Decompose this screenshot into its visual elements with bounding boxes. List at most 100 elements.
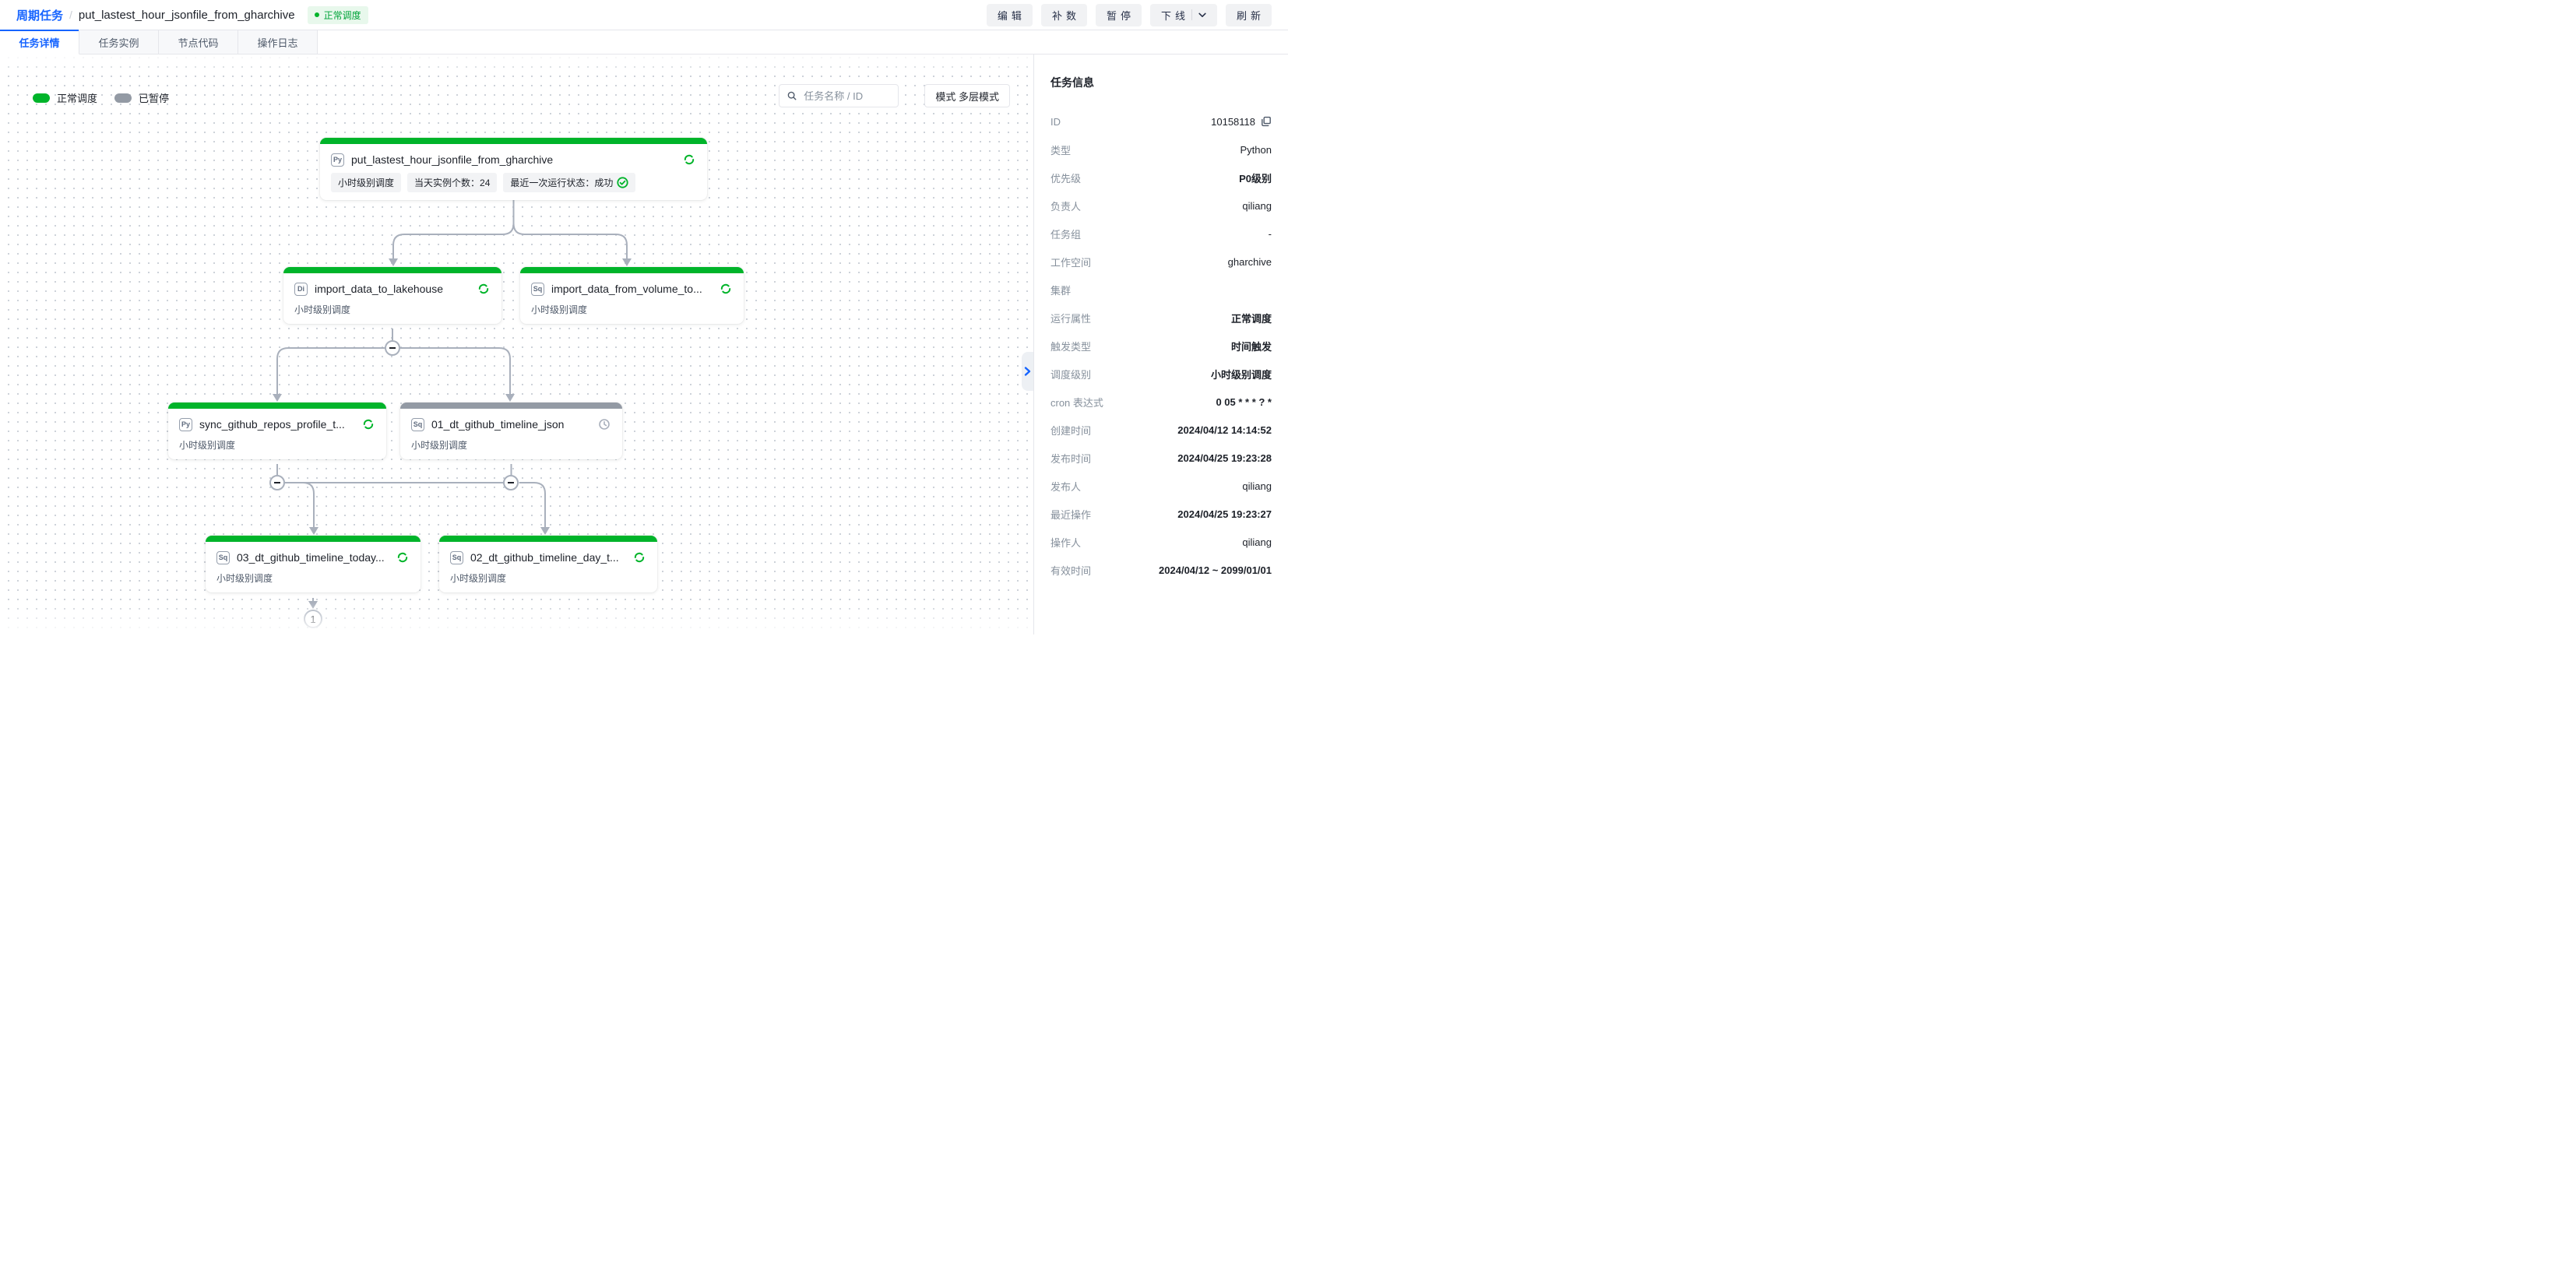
- refresh-button-label: 刷新: [1236, 9, 1265, 22]
- offline-button[interactable]: 下线: [1149, 3, 1217, 26]
- info-label: 触发类型: [1050, 340, 1092, 353]
- breadcrumb-periodic-tasks[interactable]: 周期任务: [16, 9, 64, 23]
- info-value-text: 小时级别调度: [1210, 368, 1272, 381]
- info-value-text: 0 05 * * * ? *: [1216, 395, 1272, 408]
- info-value: 0 05 * * * ? *: [1103, 396, 1272, 408]
- info-row-1: 类型 Python: [1050, 135, 1272, 163]
- node-title: 03_dt_github_timeline_today...: [237, 551, 385, 564]
- collapsed-count-badge[interactable]: 1: [304, 610, 322, 628]
- info-label: 类型: [1050, 144, 1072, 156]
- pause-button[interactable]: 暂停: [1095, 3, 1142, 26]
- node-title: sync_github_repos_profile_t...: [199, 418, 345, 431]
- node-title: put_lastest_hour_jsonfile_from_gharchive: [351, 153, 554, 166]
- copy-icon[interactable]: [1261, 116, 1272, 127]
- edit-button[interactable]: 编辑: [986, 3, 1033, 26]
- info-label: 有效时间: [1050, 564, 1092, 577]
- success-check-icon: [617, 177, 628, 188]
- canvas-top-fade: [0, 54, 1033, 73]
- info-value-text: 2024/04/25 19:23:27: [1177, 508, 1272, 520]
- node-title: import_data_from_volume_to...: [551, 283, 702, 295]
- tab-1[interactable]: 任务实例: [79, 30, 159, 54]
- dag-node-root[interactable]: Py put_lastest_hour_jsonfile_from_gharch…: [320, 138, 707, 200]
- python-type-icon: Py: [179, 417, 192, 431]
- collapse-toggle[interactable]: [269, 475, 285, 490]
- info-row-4: 任务组 -: [1050, 220, 1272, 248]
- tab-3[interactable]: 操作日志: [238, 30, 318, 54]
- info-row-6: 集群: [1050, 276, 1272, 304]
- info-value: Python: [1071, 144, 1272, 156]
- offline-button-label: 下线: [1160, 9, 1189, 22]
- info-value: 正常调度: [1091, 311, 1272, 325]
- running-sync-icon: [478, 283, 489, 294]
- legend-label: 已暂停: [139, 93, 170, 104]
- legend-label: 正常调度: [57, 93, 98, 104]
- content: 正常调度 已暂停 模式 多层模式: [0, 54, 1288, 634]
- info-row-7: 运行属性正常调度: [1050, 304, 1272, 332]
- running-sync-icon: [634, 552, 645, 563]
- node-status-bar: [168, 402, 386, 409]
- info-row-8: 触发类型 时间触发: [1050, 332, 1272, 360]
- info-label: cron 表达式: [1050, 396, 1103, 409]
- info-value-text: -: [1268, 227, 1272, 240]
- info-value: 10158118: [1061, 116, 1272, 128]
- tab-0[interactable]: 任务详情: [0, 30, 79, 54]
- info-value: 2024/04/25 19:23:27: [1091, 508, 1272, 520]
- dag-node-02-dt-github-timeline-day[interactable]: Sq 02_dt_github_timeline_day_t... 小时级别调度: [439, 536, 657, 592]
- di-type-icon: Di: [294, 282, 308, 296]
- python-type-icon: Py: [331, 153, 344, 167]
- dag-node-sync-github-repos[interactable]: Py sync_github_repos_profile_t... 小时级别调度: [168, 402, 386, 459]
- mode-selector[interactable]: 模式 多层模式: [924, 84, 1010, 107]
- tab-2[interactable]: 节点代码: [159, 30, 238, 54]
- info-label: 工作空间: [1050, 256, 1092, 269]
- canvas-tools: 模式 多层模式: [779, 84, 1010, 107]
- node-subtitle: 小时级别调度: [179, 440, 236, 451]
- search-icon: [788, 91, 797, 100]
- dag-node-01-dt-github-timeline-json[interactable]: Sq 01_dt_github_timeline_json 小时级别调度: [400, 402, 622, 459]
- info-label: 运行属性: [1050, 312, 1092, 325]
- sql-type-icon: Sq: [216, 550, 230, 564]
- info-value-text: Python: [1240, 143, 1272, 156]
- info-value-text: 2024/04/25 19:23:28: [1177, 452, 1272, 464]
- info-label: 任务组: [1050, 228, 1082, 241]
- node-title: import_data_to_lakehouse: [315, 283, 444, 295]
- refresh-button[interactable]: 刷新: [1225, 3, 1272, 26]
- dag-node-import-data-to-lakehouse[interactable]: Di import_data_to_lakehouse 小时级别调度: [283, 267, 501, 324]
- dag-node-03-dt-github-timeline-today[interactable]: Sq 03_dt_github_timeline_today... 小时级别调度: [206, 536, 421, 592]
- node-subtitle: 小时级别调度: [531, 304, 588, 315]
- node-status-bar: [320, 138, 707, 144]
- tabstrip: 任务详情任务实例节点代码操作日志: [0, 30, 1288, 54]
- legend: 正常调度 已暂停: [33, 90, 169, 105]
- dag-canvas[interactable]: 正常调度 已暂停 模式 多层模式: [0, 54, 1033, 634]
- panel-title: 任务信息: [1050, 76, 1094, 89]
- collapse-toggle[interactable]: [385, 340, 400, 356]
- node-subtitle: 小时级别调度: [450, 573, 507, 584]
- info-value: 2024/04/12 14:14:52: [1091, 424, 1272, 436]
- info-row-9: 调度级别小时级别调度: [1050, 360, 1272, 388]
- chevron-down-icon: [1198, 12, 1206, 17]
- sql-type-icon: Sq: [411, 417, 424, 431]
- info-row-10: cron 表达式 0 05 * * * ? *: [1050, 388, 1272, 416]
- button-divider: [1191, 9, 1192, 20]
- breadcrumb: 周期任务 / put_lastest_hour_jsonfile_from_gh…: [16, 5, 987, 24]
- running-sync-icon: [720, 283, 731, 294]
- info-value-text: gharchive: [1227, 255, 1272, 268]
- tag-last-run-status-label: 最近一次运行状态：成功: [510, 178, 614, 188]
- backfill-button[interactable]: 补数: [1040, 3, 1087, 26]
- tag-instance-count: 当天实例个数：24: [407, 173, 498, 192]
- dag-node-import-data-from-volume[interactable]: Sq import_data_from_volume_to... 小时级别调度: [520, 267, 744, 324]
- node-status-bar: [520, 267, 744, 273]
- periodic-task-page: 周期任务 / put_lastest_hour_jsonfile_from_gh…: [0, 0, 1288, 634]
- collapse-toggle[interactable]: [503, 475, 519, 490]
- search-box[interactable]: [779, 84, 899, 107]
- node-title: 02_dt_github_timeline_day_t...: [470, 551, 619, 564]
- info-value-text: 时间触发: [1230, 340, 1272, 353]
- node-status-bar: [283, 267, 501, 273]
- panel-collapse-handle[interactable]: [1022, 352, 1033, 391]
- search-input[interactable]: [802, 89, 891, 103]
- edit-button-label: 编辑: [997, 9, 1026, 22]
